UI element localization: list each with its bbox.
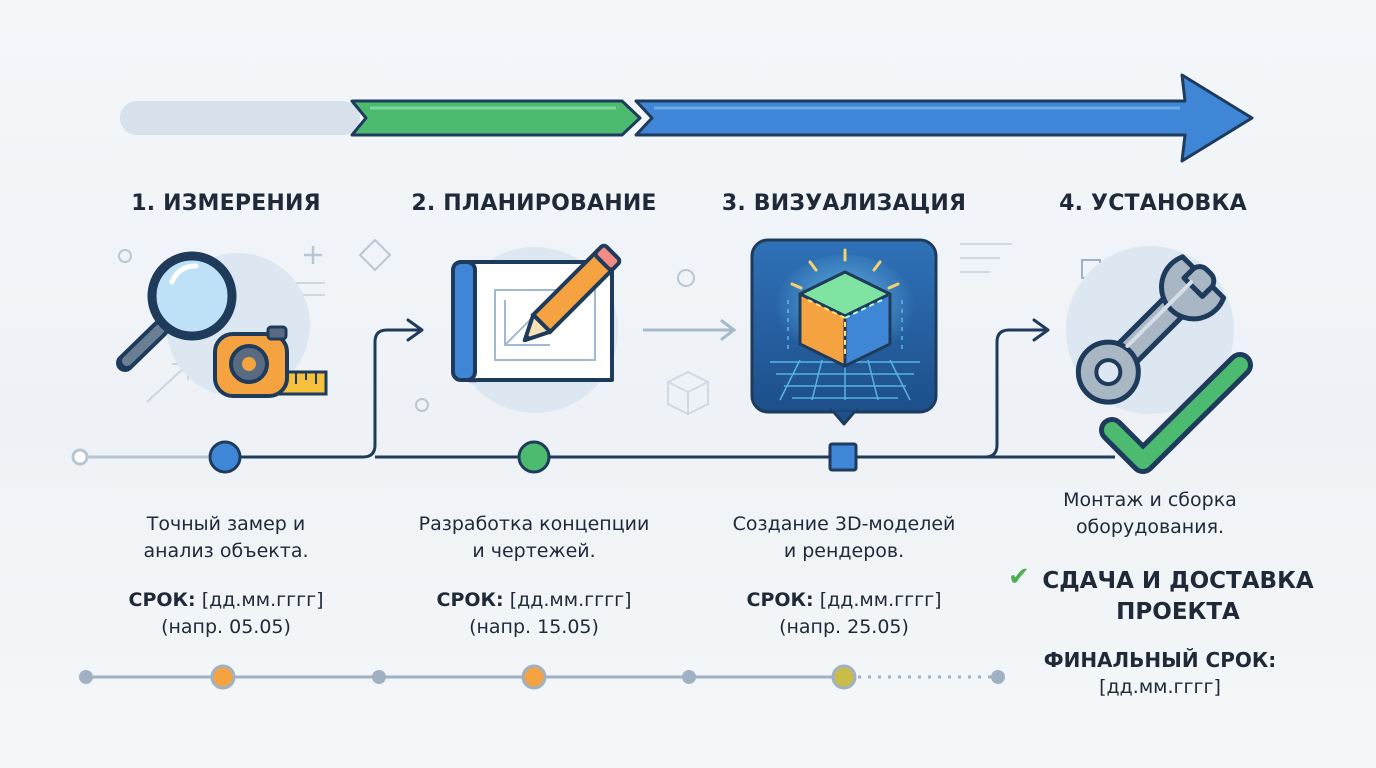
progress-segment-blue xyxy=(634,73,1254,163)
final-deadline-value: [дд.мм.гггг] xyxy=(1099,676,1221,698)
step-3-deadline: СРОК: [дд.мм.гггг] (напр. 25.05) xyxy=(746,589,942,638)
progress-arrow xyxy=(120,73,1254,163)
progress-track-pending xyxy=(120,101,360,135)
step-2-description: Разработка концепции и чертежей. xyxy=(418,513,650,562)
blueprint-pencil-icon xyxy=(451,243,622,413)
step-1-description: Точный замер и анализ объекта. xyxy=(143,513,309,562)
final-deadline-label: ФИНАЛЬНЫЙ СРОК: xyxy=(1043,648,1277,672)
step-4-description: Монтаж и сборка оборудования. xyxy=(1063,489,1237,538)
timeline-node-2 xyxy=(517,440,551,474)
timeline xyxy=(71,318,1115,474)
check-icon: ✔ xyxy=(1008,562,1030,592)
step-1-title: 1. ИЗМЕРЕНИЯ xyxy=(131,191,321,216)
step-4-title: 4. УСТАНОВКА xyxy=(1059,191,1247,216)
step-3-description: Создание 3D-моделей и рендеров. xyxy=(732,513,956,562)
step-2-title: 2. ПЛАНИРОВАНИЕ xyxy=(411,191,657,216)
wrench-and-check-icon xyxy=(1066,246,1253,474)
final-heading: СДАЧА И ДОСТАВКА ПРОЕКТА xyxy=(1042,568,1314,625)
magnifier-and-tape-measure-icon xyxy=(116,251,328,398)
step-2-deadline: СРОК: [дд.мм.гггг] (напр. 15.05) xyxy=(436,589,632,638)
progress-segment-green xyxy=(350,99,642,137)
step-1-deadline: СРОК: [дд.мм.гггг] (напр. 05.05) xyxy=(128,589,324,638)
3d-cube-icon xyxy=(750,238,938,426)
timeline-node-3 xyxy=(828,442,858,472)
bottom-timeline xyxy=(79,664,1005,690)
timeline-node-1 xyxy=(208,440,242,474)
step-3-title: 3. ВИЗУАЛИЗАЦИЯ xyxy=(721,191,967,216)
